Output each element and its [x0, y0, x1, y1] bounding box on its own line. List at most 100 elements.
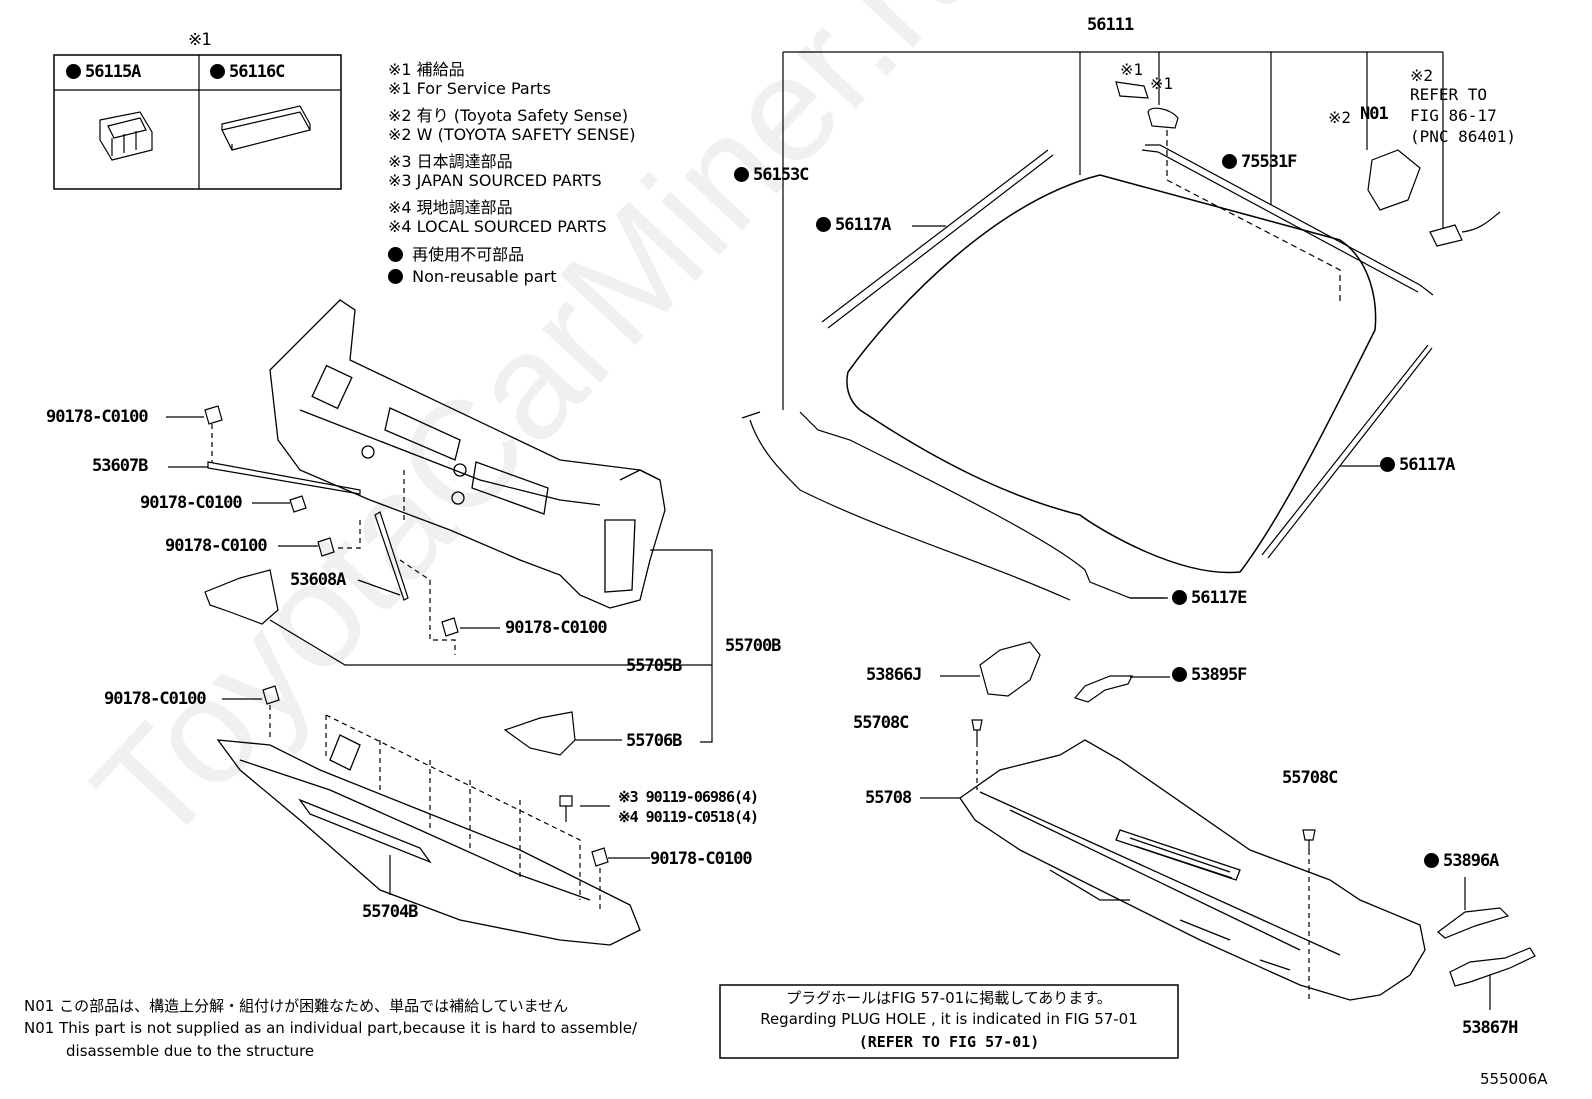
leader-56111 — [782, 51, 1444, 410]
nonreusable-dot-icon — [1424, 853, 1439, 868]
legend-note: ※2 W (TOYOTA SAFETY SENSE) — [388, 125, 636, 144]
nonreusable-dot-icon — [210, 64, 225, 79]
legend-note: ※3 JAPAN SOURCED PARTS — [388, 171, 602, 190]
dashes-left — [211, 424, 601, 910]
part-label-55708: 55708 — [865, 788, 912, 808]
part-label-56153C: 56153C — [734, 165, 809, 185]
refer-line: (PNC 86401) — [1410, 127, 1516, 146]
note-n01-jp: N01 この部品は、構造上分解・組付けが困難なため、単品では補給していません — [24, 997, 569, 1015]
legend-note: ※4 現地調達部品 — [388, 198, 513, 217]
part-label-90119-C0518: ※4 90119-C0518(4) — [618, 808, 759, 826]
plug-box-border — [719, 984, 1179, 1059]
clip-55708C-a — [971, 719, 983, 742]
nonreusable-dot-icon — [66, 64, 81, 79]
part-label-55706B: 55706B — [626, 731, 682, 751]
seal-53896A — [1437, 907, 1510, 939]
nonreusable-dot-icon — [734, 167, 749, 182]
part-label-53608A: 53608A — [290, 570, 346, 590]
legend-note-nonreusable-en: Non-reusable part — [388, 267, 556, 286]
part-label-55708C: 55708C — [853, 713, 909, 733]
part-label-90178-C0100: 90178-C0100 — [140, 493, 243, 513]
part-label-75531F: 75531F — [1222, 152, 1297, 172]
legend-part-56115A: 56115A — [66, 62, 141, 82]
legend-note: ※4 LOCAL SOURCED PARTS — [388, 217, 607, 236]
part-label-55708C: 55708C — [1282, 768, 1338, 788]
nonreusable-dot-icon — [1172, 590, 1187, 605]
clip-56115A-drawing — [99, 111, 153, 161]
nuts — [204, 405, 609, 867]
clip-55708C-b — [1302, 829, 1316, 850]
sensor-86401 — [1429, 211, 1501, 247]
part-label-90178-C0100: 90178-C0100 — [46, 407, 149, 427]
part-label-53896A: 53896A — [1424, 851, 1499, 871]
legend-box-lines — [53, 54, 342, 190]
part-label-90119-06986: ※3 90119-06986(4) — [618, 788, 759, 806]
refer-line: REFER TO — [1410, 85, 1488, 104]
cover-53866J — [979, 641, 1041, 697]
part-label-55704B: 55704B — [362, 902, 418, 922]
note-n01-en-cont: disassemble due to the structure — [66, 1042, 315, 1060]
cowl-55708 — [959, 739, 1426, 1001]
molding-56117A-right — [1261, 344, 1433, 559]
molding-75531F — [1141, 144, 1434, 296]
brace-53608A — [374, 511, 409, 601]
legend-box-mark: ※1 — [188, 30, 212, 50]
plug-box-line-jp: プラグホールはFIG 57-01に掲載してあります。 — [786, 989, 1112, 1007]
windshield-glass — [846, 174, 1377, 574]
part-label-53895F: 53895F — [1172, 665, 1247, 685]
refer-line: FIG 86-17 — [1410, 106, 1497, 125]
part-label-90178-C0100: 90178-C0100 — [650, 849, 753, 869]
clip-mark1b — [1147, 107, 1179, 129]
nonreusable-dot-icon — [388, 269, 403, 284]
legend-part-56116C: 56116C — [210, 62, 285, 82]
mark-toyota-safety-sense: ※2 — [1410, 66, 1434, 85]
mark-service-part: ※1 — [1120, 60, 1144, 79]
brace-53607B — [207, 461, 361, 495]
mirror-dash — [1166, 130, 1341, 305]
seal-53895F — [1073, 675, 1133, 703]
legend-note-nonreusable-jp: 再使用不可部品 — [388, 241, 524, 265]
part-label-90178-C0100: 90178-C0100 — [165, 536, 268, 556]
note-n01-en: N01 This part is not supplied as an indi… — [24, 1019, 638, 1037]
mark-toyota-safety-sense: ※2 — [1328, 108, 1352, 127]
part-label-90178-C0100: 90178-C0100 — [104, 689, 207, 709]
bracket-55706B — [503, 711, 576, 756]
leaders-right-lower — [920, 675, 1491, 1010]
bracket-55705B — [204, 569, 279, 625]
part-label-56117A-top: 56117A — [816, 215, 891, 235]
plug-box-line-refer: (REFER TO FIG 57-01) — [858, 1033, 1040, 1051]
part-label-90178-C0100: 90178-C0100 — [505, 618, 608, 638]
strip-56116C-drawing — [221, 105, 311, 151]
nonreusable-dot-icon — [1222, 154, 1237, 169]
figure-code: 555006A — [1480, 1070, 1548, 1088]
part-label-56111: 56111 — [1087, 15, 1134, 35]
molding-lower — [799, 411, 1165, 599]
part-label-56117A-right: 56117A — [1380, 455, 1455, 475]
part-label-53607B: 53607B — [92, 456, 148, 476]
seal-53867H — [1449, 947, 1536, 987]
clip-mark1a — [1115, 81, 1149, 99]
nonreusable-dot-icon — [1172, 667, 1187, 682]
cowl-lower-55704B — [216, 734, 641, 946]
mark-service-part: ※1 — [1150, 74, 1174, 93]
nonreusable-dot-icon — [388, 247, 403, 262]
dashes-right — [976, 742, 1310, 1000]
part-label-55705B: 55705B — [626, 656, 682, 676]
part-label-55700B: 55700B — [725, 636, 781, 656]
legend-note: ※1 補給品 — [388, 60, 465, 79]
bracket-N01 — [1367, 149, 1421, 211]
molding-56117E — [741, 411, 1071, 601]
legend-note: ※2 有り (Toyota Safety Sense) — [388, 106, 629, 125]
plug-box-line-en: Regarding PLUG HOLE , it is indicated in… — [760, 1010, 1138, 1028]
legend-note: ※1 For Service Parts — [388, 79, 551, 98]
nonreusable-dot-icon — [1380, 457, 1395, 472]
nonreusable-dot-icon — [816, 217, 831, 232]
cowl-top-panel-55700B — [269, 299, 666, 609]
molding-56117A-top — [821, 149, 1054, 329]
part-label-53867H: 53867H — [1462, 1018, 1518, 1038]
part-label-53866J: 53866J — [866, 665, 922, 685]
part-label-56117E: 56117E — [1172, 588, 1247, 608]
part-label-N01: N01 — [1360, 104, 1389, 124]
